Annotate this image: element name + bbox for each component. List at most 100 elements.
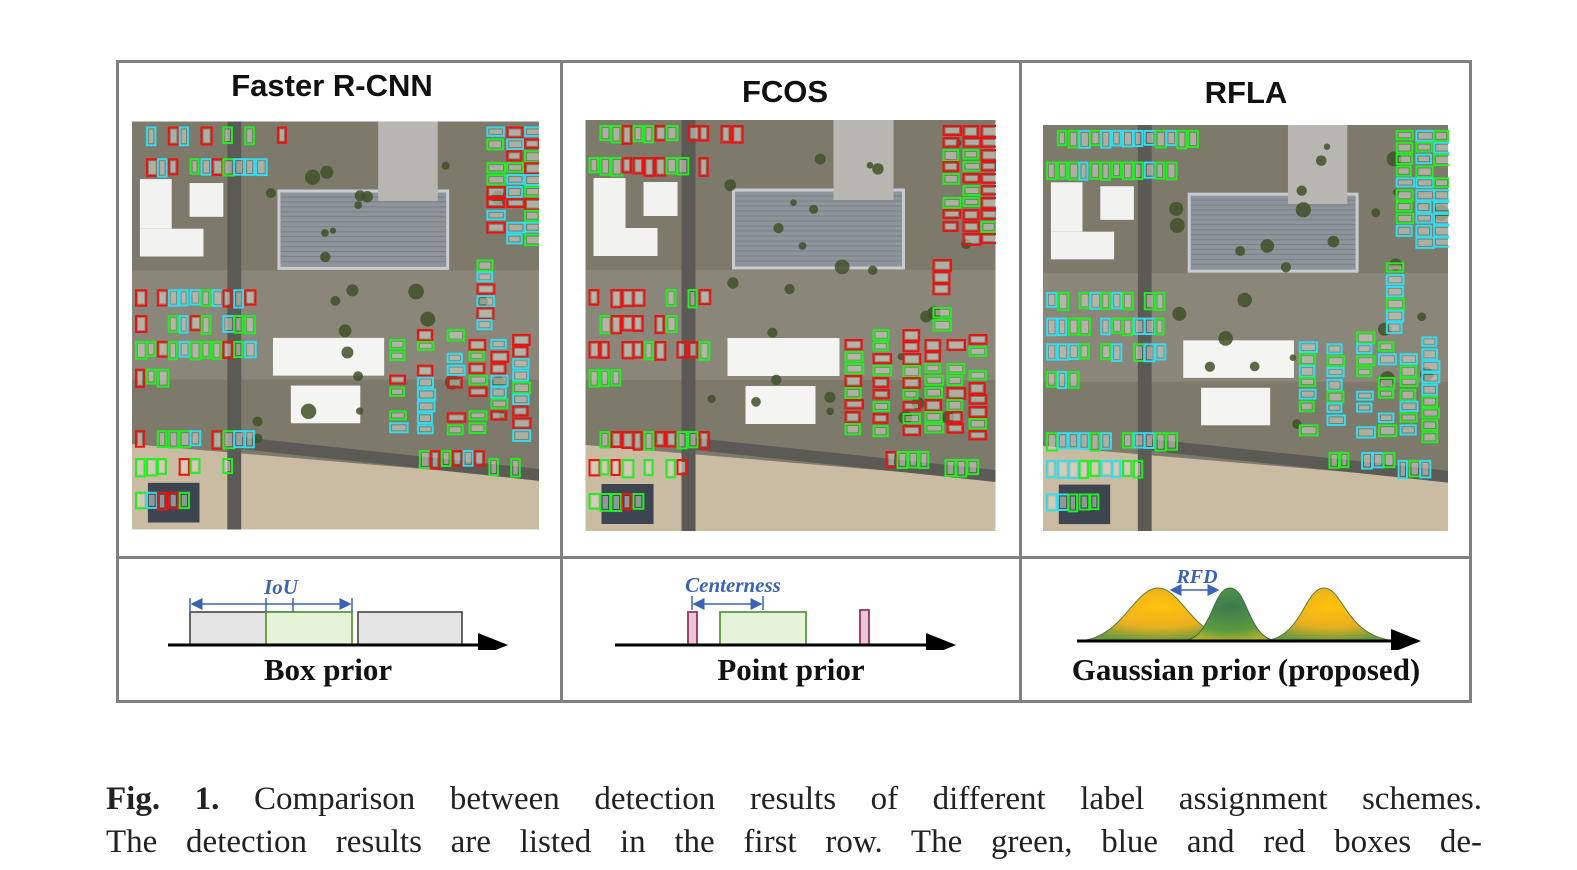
detection-box [918,451,930,469]
detection-box [389,422,409,434]
detection-box [1377,376,1396,390]
detection-box [932,319,953,332]
detection-box [490,374,509,388]
detection-box [588,289,600,306]
detection-box [968,418,987,430]
detection-box [244,126,255,146]
detection-box [1056,291,1070,312]
detection-box [676,341,687,359]
detection-box [643,341,654,361]
detection-box [932,283,951,296]
detection-box [872,377,890,389]
centerness-label: Centerness [685,573,781,597]
detection-box [255,158,268,177]
detection-box [980,149,996,162]
aerial-detection-fcos [585,120,996,531]
detection-box [446,412,467,423]
detection-box [145,126,157,147]
detection-box [1377,412,1395,424]
detection-box [1395,177,1416,188]
detection-box [872,329,890,341]
detection-box [621,157,633,174]
detection-box [506,150,523,162]
detection-box [1056,432,1069,450]
detection-box [621,459,635,479]
detection-box [946,423,964,434]
detection-box [632,157,644,175]
detection-box [872,341,889,352]
detection-box [1298,341,1318,353]
detection-box [512,357,530,370]
detection-box [490,338,507,350]
detection-box [524,138,539,149]
point-prior-label: Point prior [717,652,865,687]
detection-box [1415,201,1432,213]
detection-box [872,425,889,438]
detection-box [167,491,179,510]
detection-box [968,346,987,357]
detection-box [490,410,508,421]
detection-box [1377,341,1395,352]
detection-box [524,186,539,198]
detection-box [211,430,224,450]
detection-box [1395,224,1413,237]
detection-box [698,157,709,177]
detection-box [1298,353,1317,366]
detection-box [416,412,433,425]
detection-box [1339,451,1350,469]
detection-box [222,289,233,308]
detection-box [468,386,488,397]
detection-box [1415,141,1433,153]
detection-box [490,398,509,410]
detection-box [902,329,921,342]
detection-box [512,405,529,417]
detection-box [1298,400,1315,413]
detection-box [486,174,507,186]
detection-box [1395,212,1415,225]
detection-box [134,315,148,334]
detection-box [610,459,621,477]
detection-box [486,186,507,199]
detection-box [902,389,919,400]
detection-box [468,362,486,375]
detection-box [200,340,212,359]
detection-box [1356,367,1373,378]
gaussian-prior-2 [1261,587,1401,642]
detection-box [872,365,893,377]
detection-box [632,431,643,451]
detection-box [1433,141,1449,154]
detection-box [1377,353,1397,366]
detection-box [1421,371,1441,384]
detection-box [1433,212,1449,226]
detection-box [902,353,922,366]
detection-box [654,431,666,448]
detection-box [1056,161,1068,180]
detection-box [1067,129,1080,149]
detection-box [902,413,922,425]
detection-box [506,186,523,198]
detection-box [665,289,677,307]
row-divider [119,556,1469,559]
detection-box [643,125,655,144]
detection-box [486,209,506,221]
detection-box [389,338,406,350]
detection-box [416,376,434,389]
detection-box [932,259,953,272]
detection-box [1067,370,1080,389]
detection-box [643,431,655,451]
detection-box [962,149,980,160]
detection-box [429,450,441,470]
detection-box [233,340,244,359]
detection-box [968,382,986,395]
detection-box [1078,493,1091,511]
detection-box [1089,432,1101,452]
detection-box [156,158,168,178]
detection-box [844,423,861,436]
detection-box [968,430,988,441]
detection-box [1385,309,1405,323]
detection-box [1165,432,1179,451]
column-divider-2 [1019,63,1022,700]
detection-box [200,289,211,308]
detection-box [1089,493,1100,511]
detection-box [946,363,966,375]
